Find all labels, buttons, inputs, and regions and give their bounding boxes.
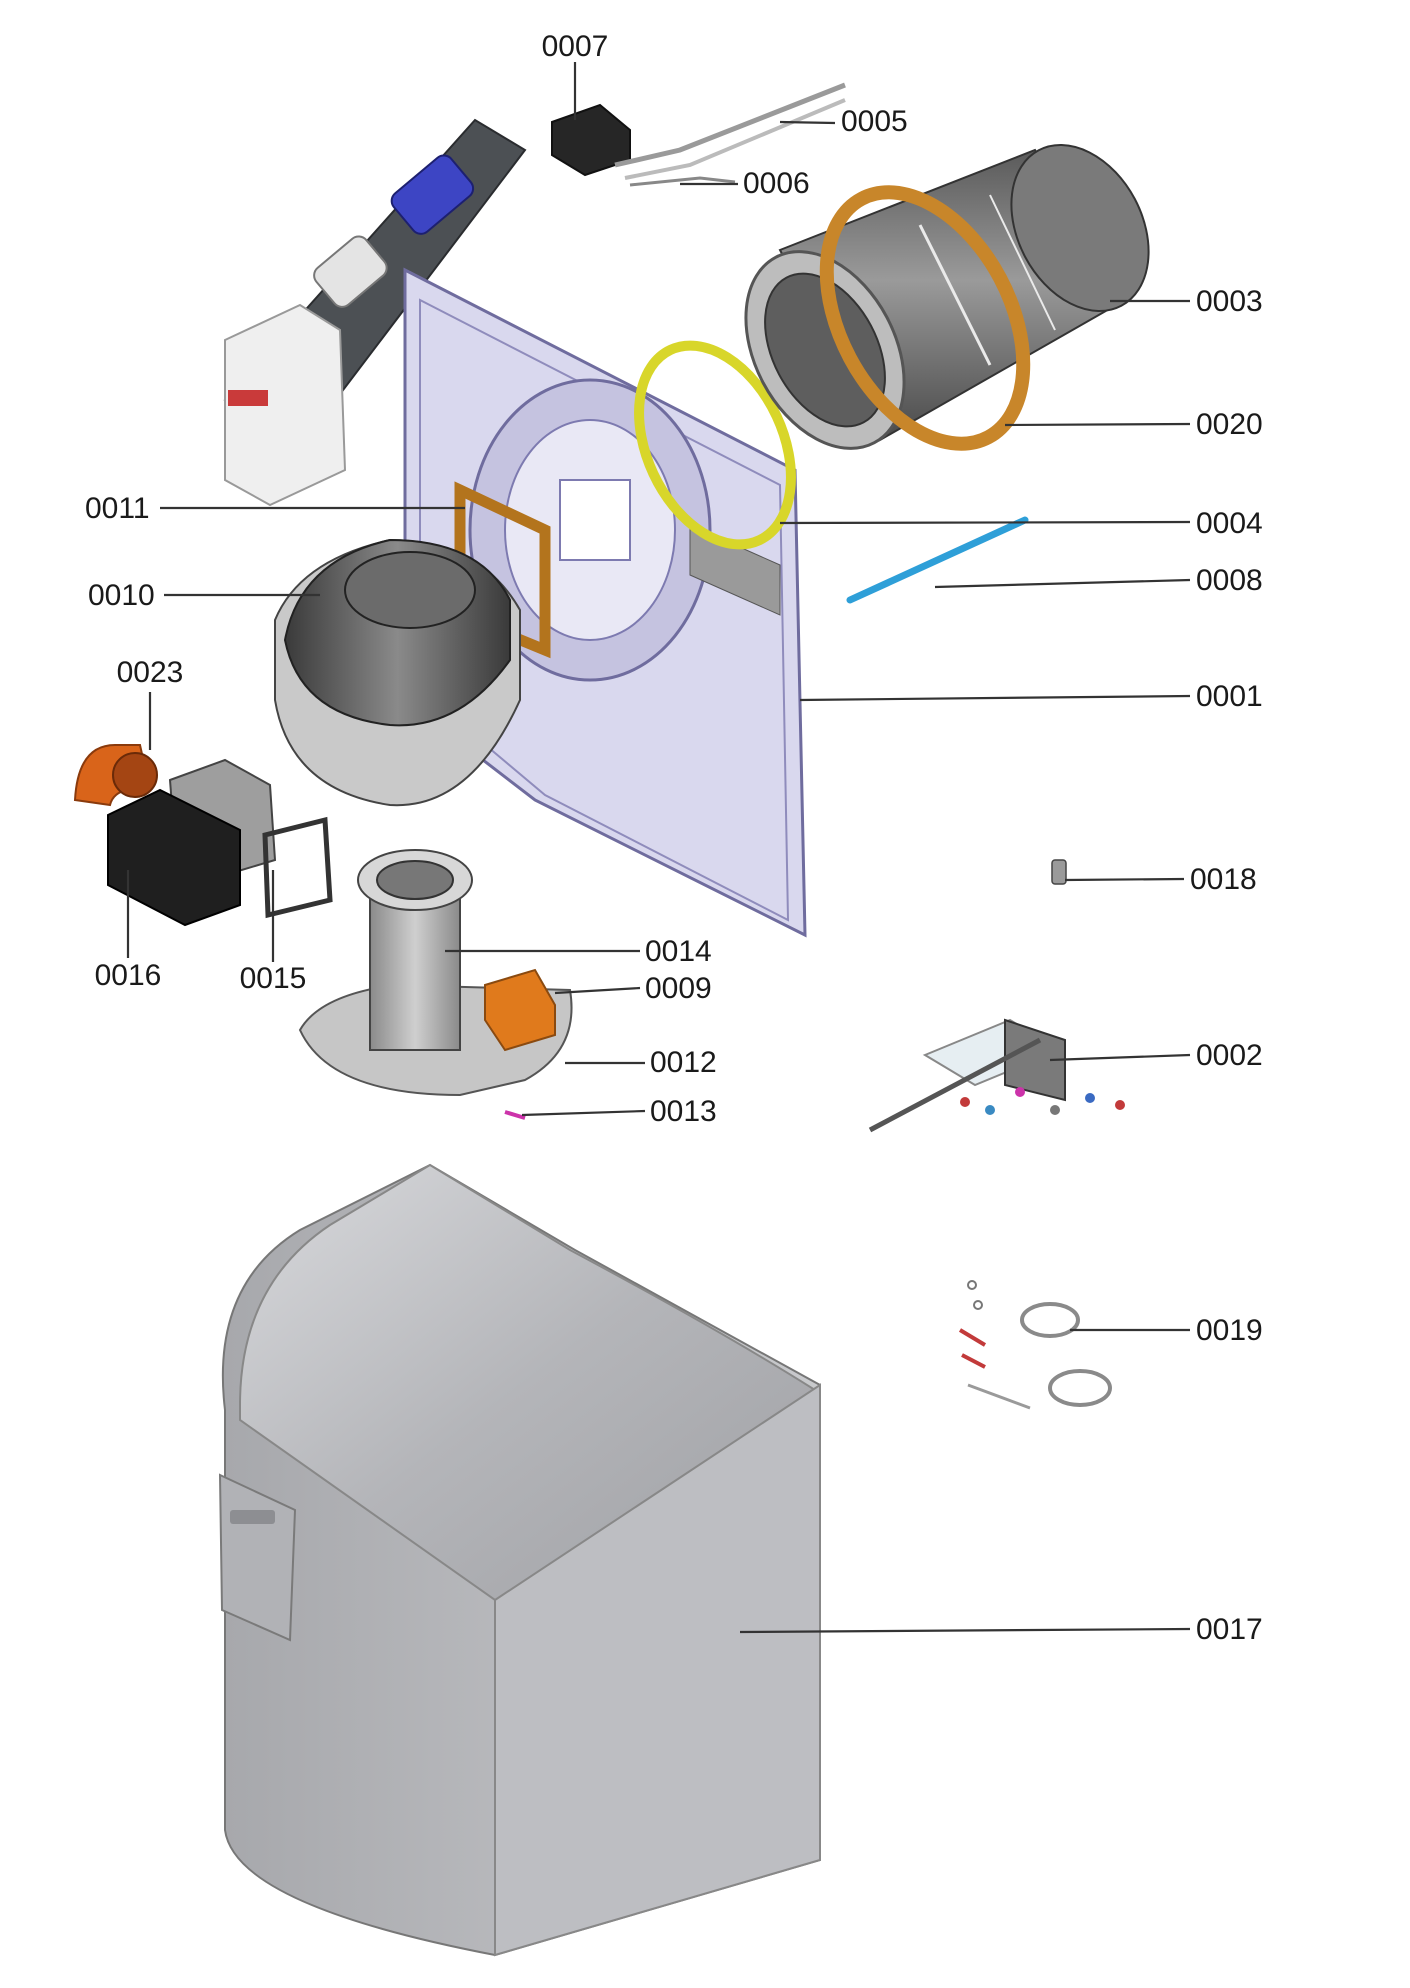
blower-fan <box>274 538 521 807</box>
burner-tube <box>744 144 1150 450</box>
valve-gasket <box>262 816 333 919</box>
cover-hood <box>218 1163 821 1957</box>
leader-line-0004 <box>779 520 1191 525</box>
callout-label-0014: 0014 <box>645 935 712 968</box>
callout-label-0012: 0012 <box>650 1046 717 1079</box>
callout-label-0017: 0017 <box>1196 1613 1263 1646</box>
leader-line-0020 <box>1004 422 1191 427</box>
leader-line-0008 <box>934 578 1191 589</box>
callout-label-0018: 0018 <box>1190 863 1257 896</box>
callout-label-0003: 0003 <box>1196 285 1263 318</box>
orange-gasket <box>819 185 1031 451</box>
callout-label-0015: 0015 <box>240 962 307 995</box>
clip <box>1051 859 1067 885</box>
leader-line-0017 <box>739 1627 1191 1634</box>
callout-label-0006: 0006 <box>743 167 810 200</box>
flame-sensor-rod <box>846 516 1029 604</box>
callout-label-0004: 0004 <box>1196 507 1263 540</box>
leader-line-0018 <box>1064 877 1185 882</box>
leader-line-0009 <box>554 986 641 995</box>
callout-label-0010: 0010 <box>88 579 155 612</box>
callout-label-0016: 0016 <box>95 959 162 992</box>
gas-valve <box>107 758 277 927</box>
callout-label-0009: 0009 <box>645 972 712 1005</box>
leader-line-0002 <box>1049 1053 1191 1062</box>
leader-line-0001 <box>799 694 1191 702</box>
callout-label-0007: 0007 <box>542 30 609 63</box>
callout-label-0001: 0001 <box>1196 680 1263 713</box>
wiring-kit <box>958 1280 1112 1410</box>
callout-label-0002: 0002 <box>1196 1039 1263 1072</box>
yellow-gasket <box>634 340 796 550</box>
callout-label-0008: 0008 <box>1196 564 1263 597</box>
valve-elbow <box>73 744 158 807</box>
callout-label-0020: 0020 <box>1196 408 1263 441</box>
mounting-plate <box>403 267 807 938</box>
leader-line-0013 <box>521 1109 646 1117</box>
control-panel-assembly <box>223 118 527 507</box>
callout-label-0011: 0011 <box>85 492 150 525</box>
callout-label-0013: 0013 <box>650 1095 717 1128</box>
callout-label-0023: 0023 <box>117 656 184 689</box>
callout-label-0005: 0005 <box>841 105 908 138</box>
callout-label-0019: 0019 <box>1196 1314 1263 1347</box>
fittings-kit <box>868 1018 1125 1133</box>
burner-base-assembly <box>298 849 573 1120</box>
callout-layer: 0001 0002 0003 0004 0005 0006 0007 0008 0009 0010… <box>85 30 1263 1646</box>
leader-line-0005 <box>779 120 836 125</box>
